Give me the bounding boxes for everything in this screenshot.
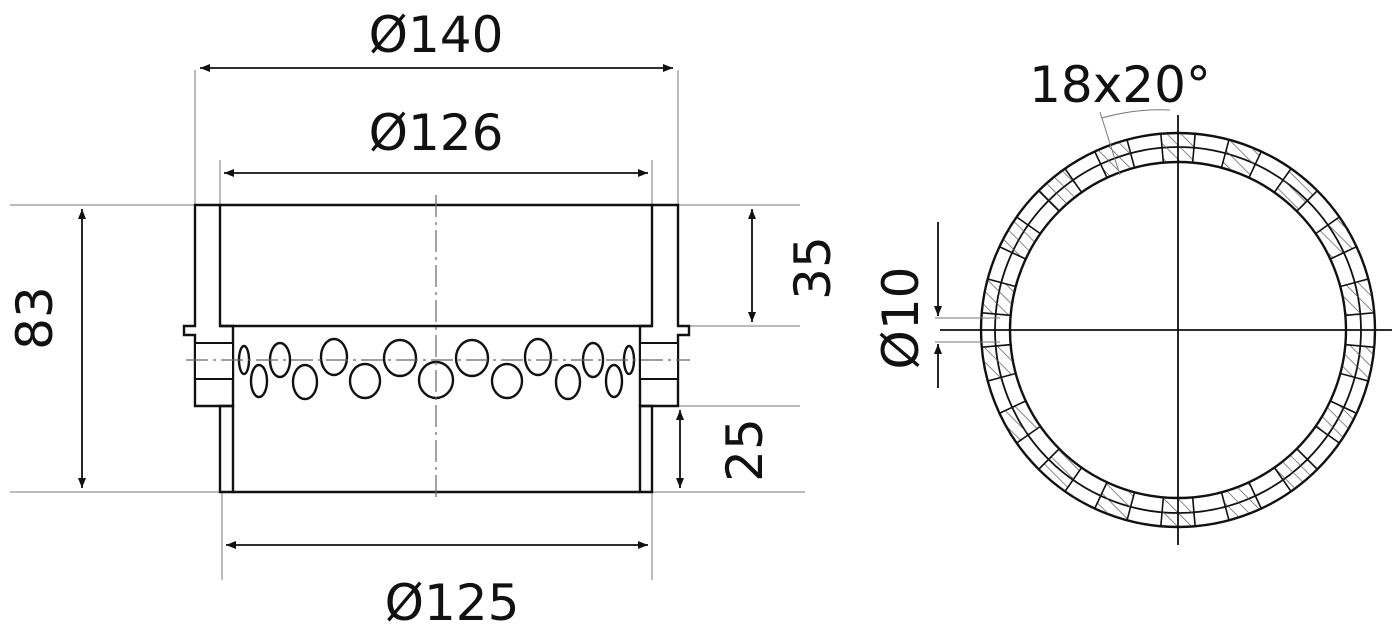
dim-hole-pattern: 18x20° (1029, 56, 1211, 114)
ring-web-section (1273, 447, 1319, 493)
ring-web-section (998, 399, 1042, 445)
dim-top-height: 35 (784, 236, 842, 300)
ring-web-section (1314, 399, 1358, 445)
ring-web-section (998, 215, 1042, 261)
dim-total-height: 83 (6, 286, 64, 350)
ring-web-section (1220, 481, 1263, 522)
ring-web-section (1339, 343, 1376, 382)
hole (291, 363, 319, 401)
ring-web-section (1220, 138, 1263, 179)
dim-inner-diameter: Ø126 (369, 104, 504, 162)
hole (554, 363, 582, 401)
ring-web-section (980, 343, 1017, 382)
hole (249, 363, 269, 399)
ring-web-section (1273, 167, 1319, 213)
ring-web-section (980, 278, 1017, 317)
dim-hole-diameter: Ø10 (872, 267, 930, 370)
dim-bottom-diameter: Ø125 (385, 574, 520, 632)
dim-outer-diameter: Ø140 (369, 6, 504, 64)
dim-bottom-height: 25 (716, 418, 774, 482)
hole (382, 338, 418, 378)
hole (523, 337, 553, 377)
left-wall-hole (194, 342, 234, 380)
left-wall-section (182, 203, 235, 408)
left-lower-wall-section (218, 404, 235, 494)
hole (319, 337, 349, 377)
hole (490, 362, 524, 400)
angle-leader-line (1099, 111, 1121, 176)
ring-web-section (1037, 447, 1083, 493)
ring-web-section (1339, 278, 1376, 317)
side-section-view: Ø140 Ø126 Ø125 83 35 25 (6, 6, 842, 632)
hole (348, 362, 382, 400)
right-lower-wall-section (638, 404, 654, 494)
hole (604, 363, 624, 399)
right-wall-hole (639, 342, 679, 380)
angle-arc (1101, 109, 1171, 119)
ring-web-section (1314, 215, 1358, 261)
top-view: Ø10 18x20° (872, 56, 1392, 545)
hole (454, 338, 490, 378)
ring-web-section (1093, 481, 1136, 522)
ring-web-section (1037, 167, 1083, 213)
